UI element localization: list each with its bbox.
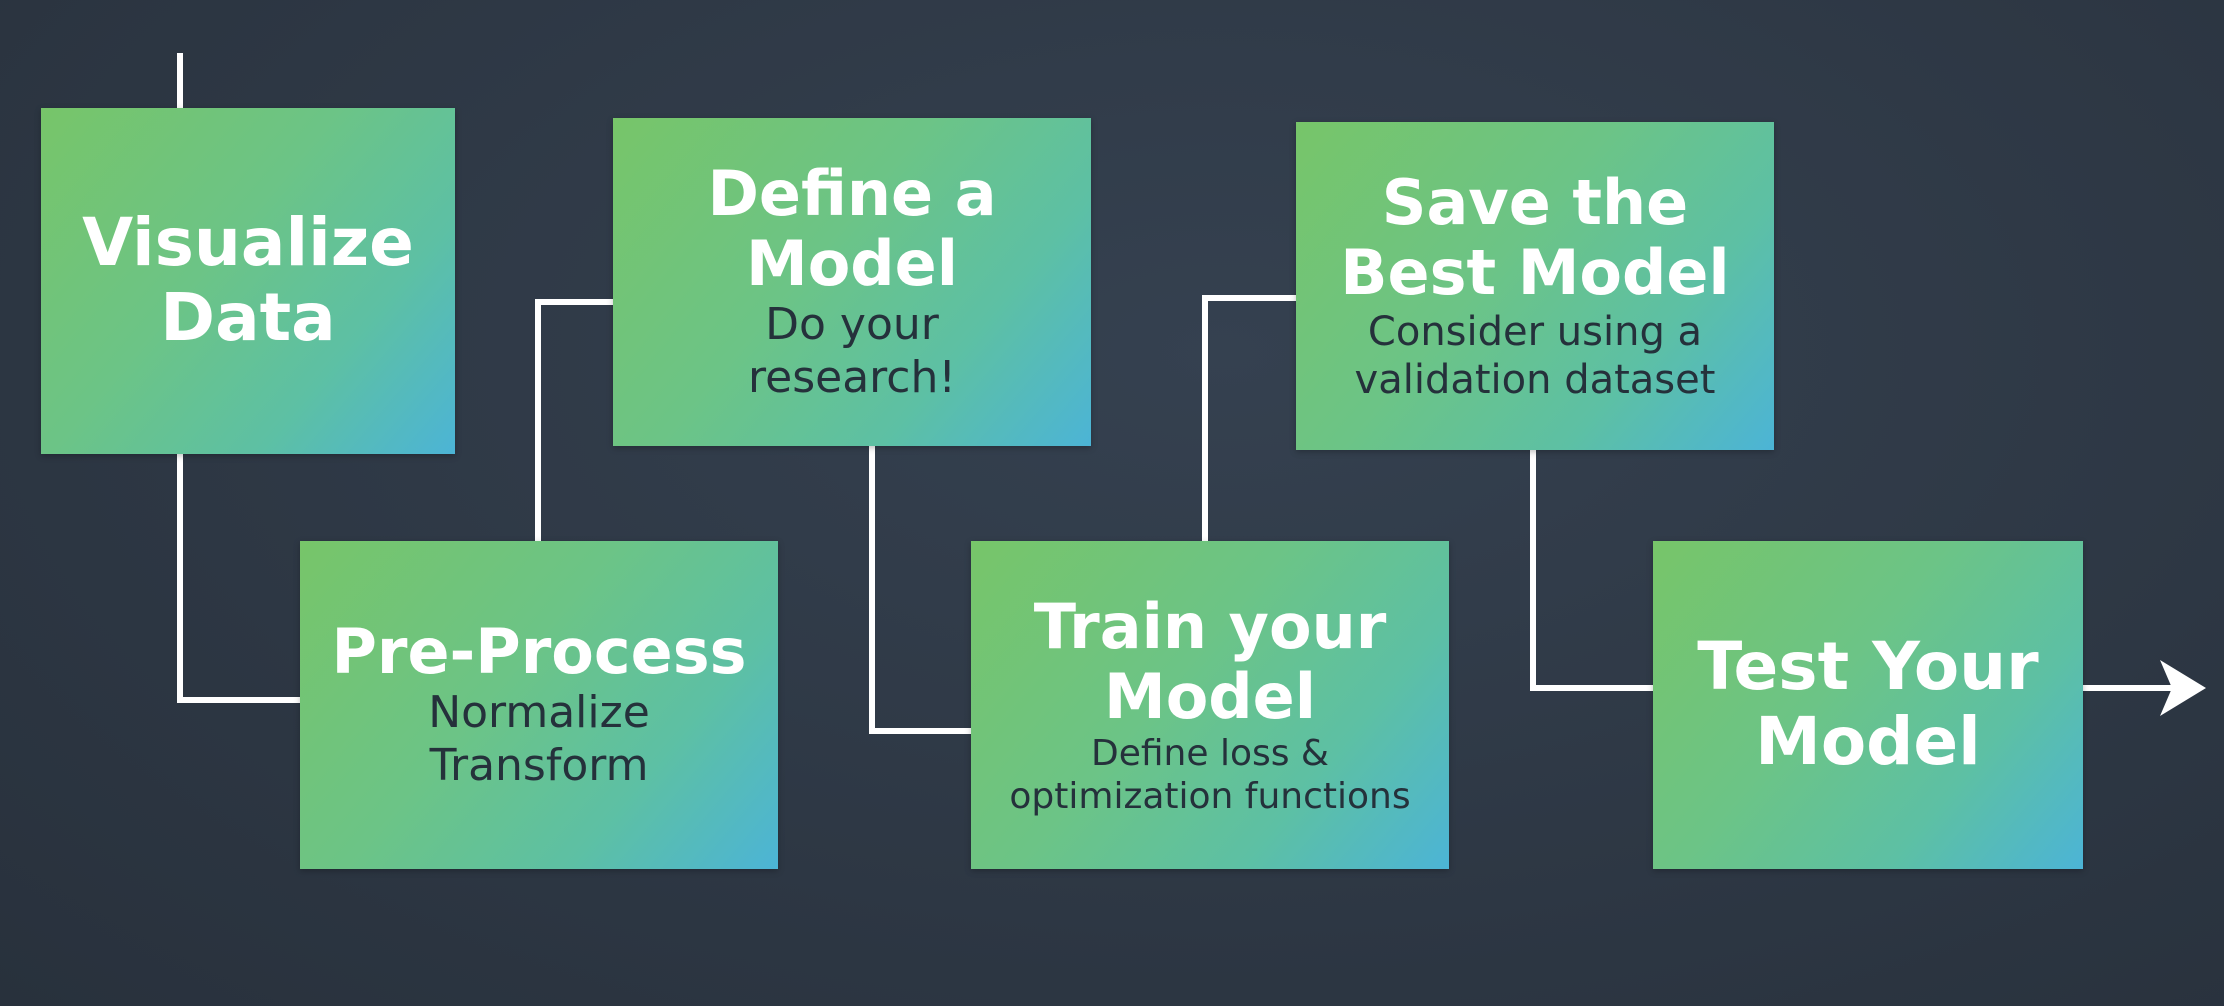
step-title: Save the Best Model [1340,165,1730,309]
edge-preprocess-to-define [535,299,613,541]
step-subtitle: Normalize Transform [428,687,650,792]
output-arrow-icon [2160,660,2206,716]
step-title: Test Your Model [1697,628,2039,780]
step-title: Train your Model [1033,589,1387,733]
step-title: Visualize Data [82,204,414,356]
step-subtitle: Consider using a validation dataset [1354,309,1716,404]
step-test-model: Test Your Model [1653,541,2083,869]
step-define-model: Define a Model Do your research! [613,118,1091,446]
edge-train-to-save [1202,295,1296,541]
step-subtitle: Do your research! [748,299,956,404]
edge-save-to-test [1530,450,1653,691]
step-visualize-data: Visualize Data [41,108,455,454]
edge-visualize-to-preprocess [177,454,300,703]
step-subtitle: Define loss & optimization functions [1009,732,1411,818]
step-title: Define a Model [707,157,997,301]
step-title: Pre-Process [331,615,747,689]
step-train-model: Train your Model Define loss & optimizat… [971,541,1449,869]
step-save-best-model: Save the Best Model Consider using a val… [1296,122,1774,450]
step-pre-process: Pre-Process Normalize Transform [300,541,778,869]
edge-define-to-train [869,446,971,734]
